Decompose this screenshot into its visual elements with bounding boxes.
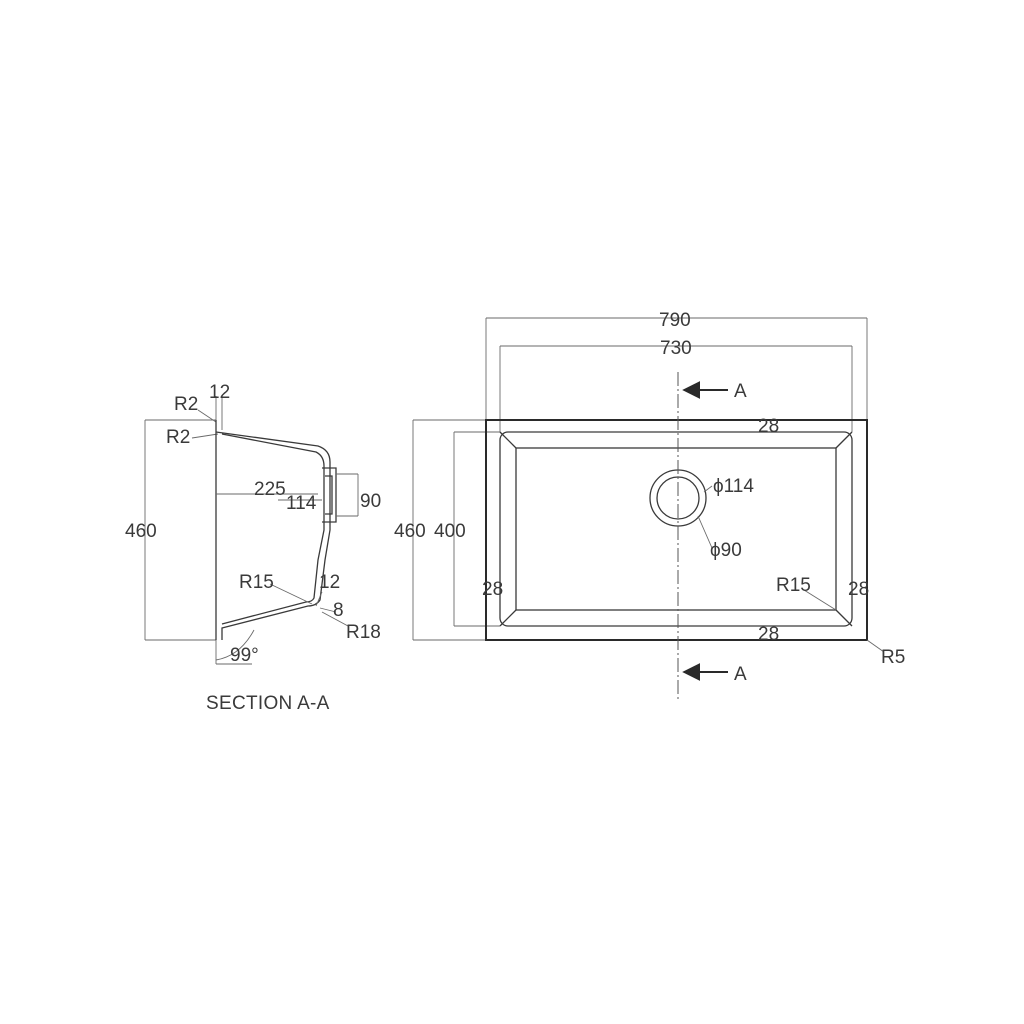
label-section-arrow-top: A	[734, 381, 747, 402]
section-labels: R2 12 R2 460 225 114 90 R15 12 8 R18 99°…	[125, 382, 381, 714]
label-wall-12-bottom: 12	[319, 572, 340, 593]
label-r18: R18	[346, 622, 381, 643]
label-rim-top-28: 28	[758, 416, 779, 437]
label-outlet-114: 114	[286, 493, 317, 514]
label-rim-left-28: 28	[482, 579, 503, 600]
label-height-460: 460	[394, 521, 426, 542]
label-r15: R15	[239, 572, 274, 593]
label-width-730: 730	[660, 338, 692, 359]
label-r2-inner: R2	[166, 427, 190, 448]
label-drain-phi114: ϕ114	[713, 476, 754, 497]
label-r2-top: R2	[174, 394, 198, 415]
label-r15: R15	[776, 575, 811, 596]
label-r5: R5	[881, 647, 905, 668]
section-view	[144, 396, 359, 665]
plan-labels: 790 730 A A 28 28 28 28 460 400 ϕ114 ϕ90…	[394, 310, 905, 685]
label-outlet-90: 90	[360, 491, 381, 512]
label-rim-bottom-28: 28	[758, 624, 779, 645]
label-angle-99: 99°	[230, 645, 259, 666]
label-depth-225: 225	[254, 479, 286, 500]
label-wall-8: 8	[333, 600, 344, 621]
label-width-790: 790	[659, 310, 691, 331]
section-caption: SECTION A-A	[206, 693, 330, 714]
label-rim-right-28: 28	[848, 579, 869, 600]
label-wall-12-top: 12	[209, 382, 230, 403]
plan-view	[412, 317, 885, 700]
label-section-arrow-bottom: A	[734, 664, 747, 685]
label-height-460: 460	[125, 521, 157, 542]
label-height-400: 400	[434, 521, 466, 542]
label-drain-phi90: ϕ90	[710, 540, 742, 561]
